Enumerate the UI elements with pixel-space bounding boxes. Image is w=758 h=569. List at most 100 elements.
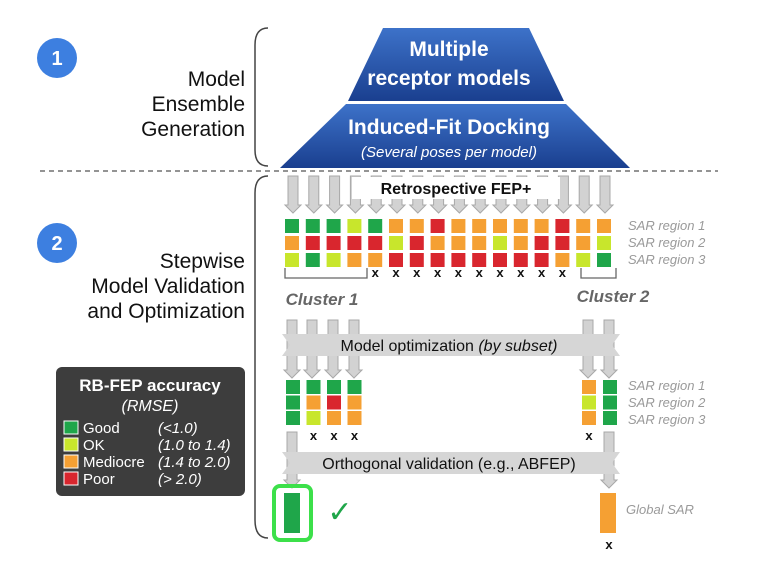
sar-cell [347,236,362,250]
sar-cell [513,219,528,233]
step-1-circle [37,38,77,78]
sar-cell [389,253,403,267]
sar-cell [597,219,611,233]
sar-cell [285,219,299,233]
sar-cell [368,236,383,250]
cluster-1-result-bar [284,493,300,533]
orthogonal-label: Orthogonal validation (e.g., ABFEP) [322,456,575,473]
sar-cell [430,236,445,250]
legend-item-range: (> 2.0) [158,471,202,488]
sar-cell [409,219,424,233]
sar-cell [326,236,341,250]
legend-item-label: Good [83,420,120,437]
legend: RB-FEP accuracy (RMSE) Good(<1.0)OK(1.0 … [56,367,245,496]
sar-cell [472,219,487,233]
sar-cell [534,219,549,233]
sar-cell [603,411,617,425]
sar-cell [472,236,487,250]
legend-swatch [63,437,79,452]
optimization-label: Model optimization (by subset) [341,338,558,355]
sar-cell [285,236,299,250]
sar-cell [305,236,320,250]
step-2-number: 2 [51,233,62,255]
sar-region-1-label-top: SAR region 1 [628,218,705,233]
pyramid-bottom-subtitle: (Several poses per model) [361,144,537,161]
sar-cell [409,253,424,267]
fail-x-mark: x [351,428,359,443]
legend-background [56,367,245,496]
sar-cell [305,253,320,267]
sar-cell [326,219,341,233]
pyramid-top-trapezoid [348,28,564,101]
sar-cell [305,219,320,233]
orthogonal-band [282,452,620,474]
legend-item-label: Mediocre [83,454,145,471]
sar-cell [327,380,341,394]
step-2-line-1: Stepwise [160,250,245,273]
step-1-brace [254,27,269,167]
fail-x-mark: x [559,265,567,280]
optimization-label-main: Model optimization [341,338,479,355]
fail-x-mark: x [585,428,593,443]
global-sar-x: x [605,537,613,552]
sar-cell [347,219,362,233]
legend-items: Good(<1.0)OK(1.0 to 1.4)Mediocre(1.4 to … [63,420,231,488]
cluster-1-result-highlight [272,484,313,542]
sar-cell [603,380,617,394]
sar-cell [286,380,300,394]
grid-cluster-2: x [582,380,617,443]
legend-item-label: OK [83,437,105,454]
legend-item-label: Poor [83,471,115,488]
legend-swatch [63,471,79,486]
sar-region-3-label-bottom: SAR region 3 [628,412,706,427]
sar-cell [493,253,507,267]
legend-title: RB-FEP accuracy [79,376,221,395]
step-1-line-3: Generation [141,118,245,141]
sar-cell [285,253,299,267]
sar-cell [555,253,570,267]
sar-cell [451,219,466,233]
step-1-line-1: Model [188,68,245,91]
cluster-2-result-bar [600,493,616,533]
legend-subtitle: (RMSE) [122,398,179,415]
sar-cell [513,253,528,267]
sar-cell [472,253,487,267]
sar-cell [389,236,403,250]
fail-x-mark: x [496,265,504,280]
sar-cell [389,219,403,233]
sar-cell [368,253,383,267]
sar-cell [555,236,570,250]
step-1-number: 1 [51,48,62,70]
sar-cell [582,395,596,410]
pyramid-bottom-trapezoid [280,104,630,168]
step-2-circle [37,223,77,263]
down-arrow [304,175,324,214]
step-2-brace [254,175,269,539]
sar-cell [451,236,466,250]
sar-cell [327,411,341,425]
check-icon: ✓ [327,496,352,529]
fail-x-mark: x [310,428,318,443]
sar-cell [306,380,321,394]
step-2-line-2: Model Validation [91,275,245,298]
sar-cell [430,219,445,233]
sar-region-3-label-top: SAR region 3 [628,252,706,267]
cluster-2-label: Cluster 2 [577,287,650,306]
pyramid-bottom-title: Induced-Fit Docking [348,116,550,139]
sar-cell [603,395,617,410]
sar-cell [347,380,362,394]
sar-cell [347,395,362,410]
sar-region-2-label-top: SAR region 2 [628,235,706,250]
fep-label-background [352,177,560,199]
sar-cell [582,380,596,394]
sar-cell [534,236,549,250]
sar-cell [430,253,445,267]
fail-x-mark: x [517,265,525,280]
fail-x-mark: x [392,265,400,280]
sar-cell [326,253,341,267]
sar-cell [493,236,507,250]
sar-region-2-label-bottom: SAR region 2 [628,395,706,410]
sar-cell [576,219,591,233]
sar-cell [286,411,300,425]
